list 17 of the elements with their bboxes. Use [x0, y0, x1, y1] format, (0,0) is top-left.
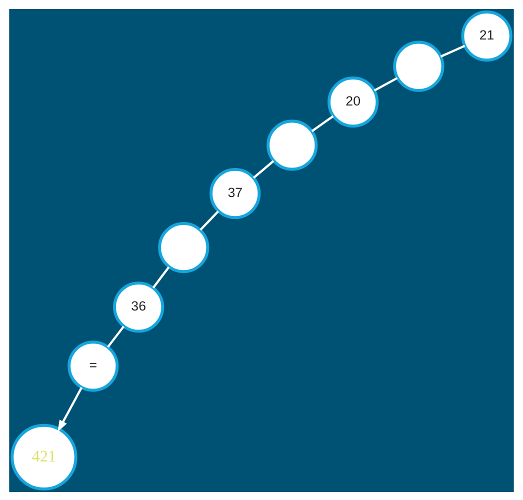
node-circle: 36 — [113, 281, 164, 332]
connector — [107, 325, 125, 348]
connector — [252, 160, 274, 178]
node-circle — [266, 119, 318, 170]
connector — [374, 76, 398, 91]
connector — [311, 114, 334, 132]
node-circle: 20 — [328, 76, 379, 128]
connector — [200, 210, 220, 230]
node-circle: 37 — [210, 167, 261, 219]
node-circle — [158, 222, 210, 273]
node-circle: 21 — [461, 10, 512, 62]
arrow — [58, 386, 83, 432]
node-circle: = — [68, 340, 119, 392]
connector — [440, 44, 466, 58]
connector — [152, 266, 170, 288]
node-circle: 421 — [10, 423, 78, 490]
node-circle — [393, 40, 444, 92]
